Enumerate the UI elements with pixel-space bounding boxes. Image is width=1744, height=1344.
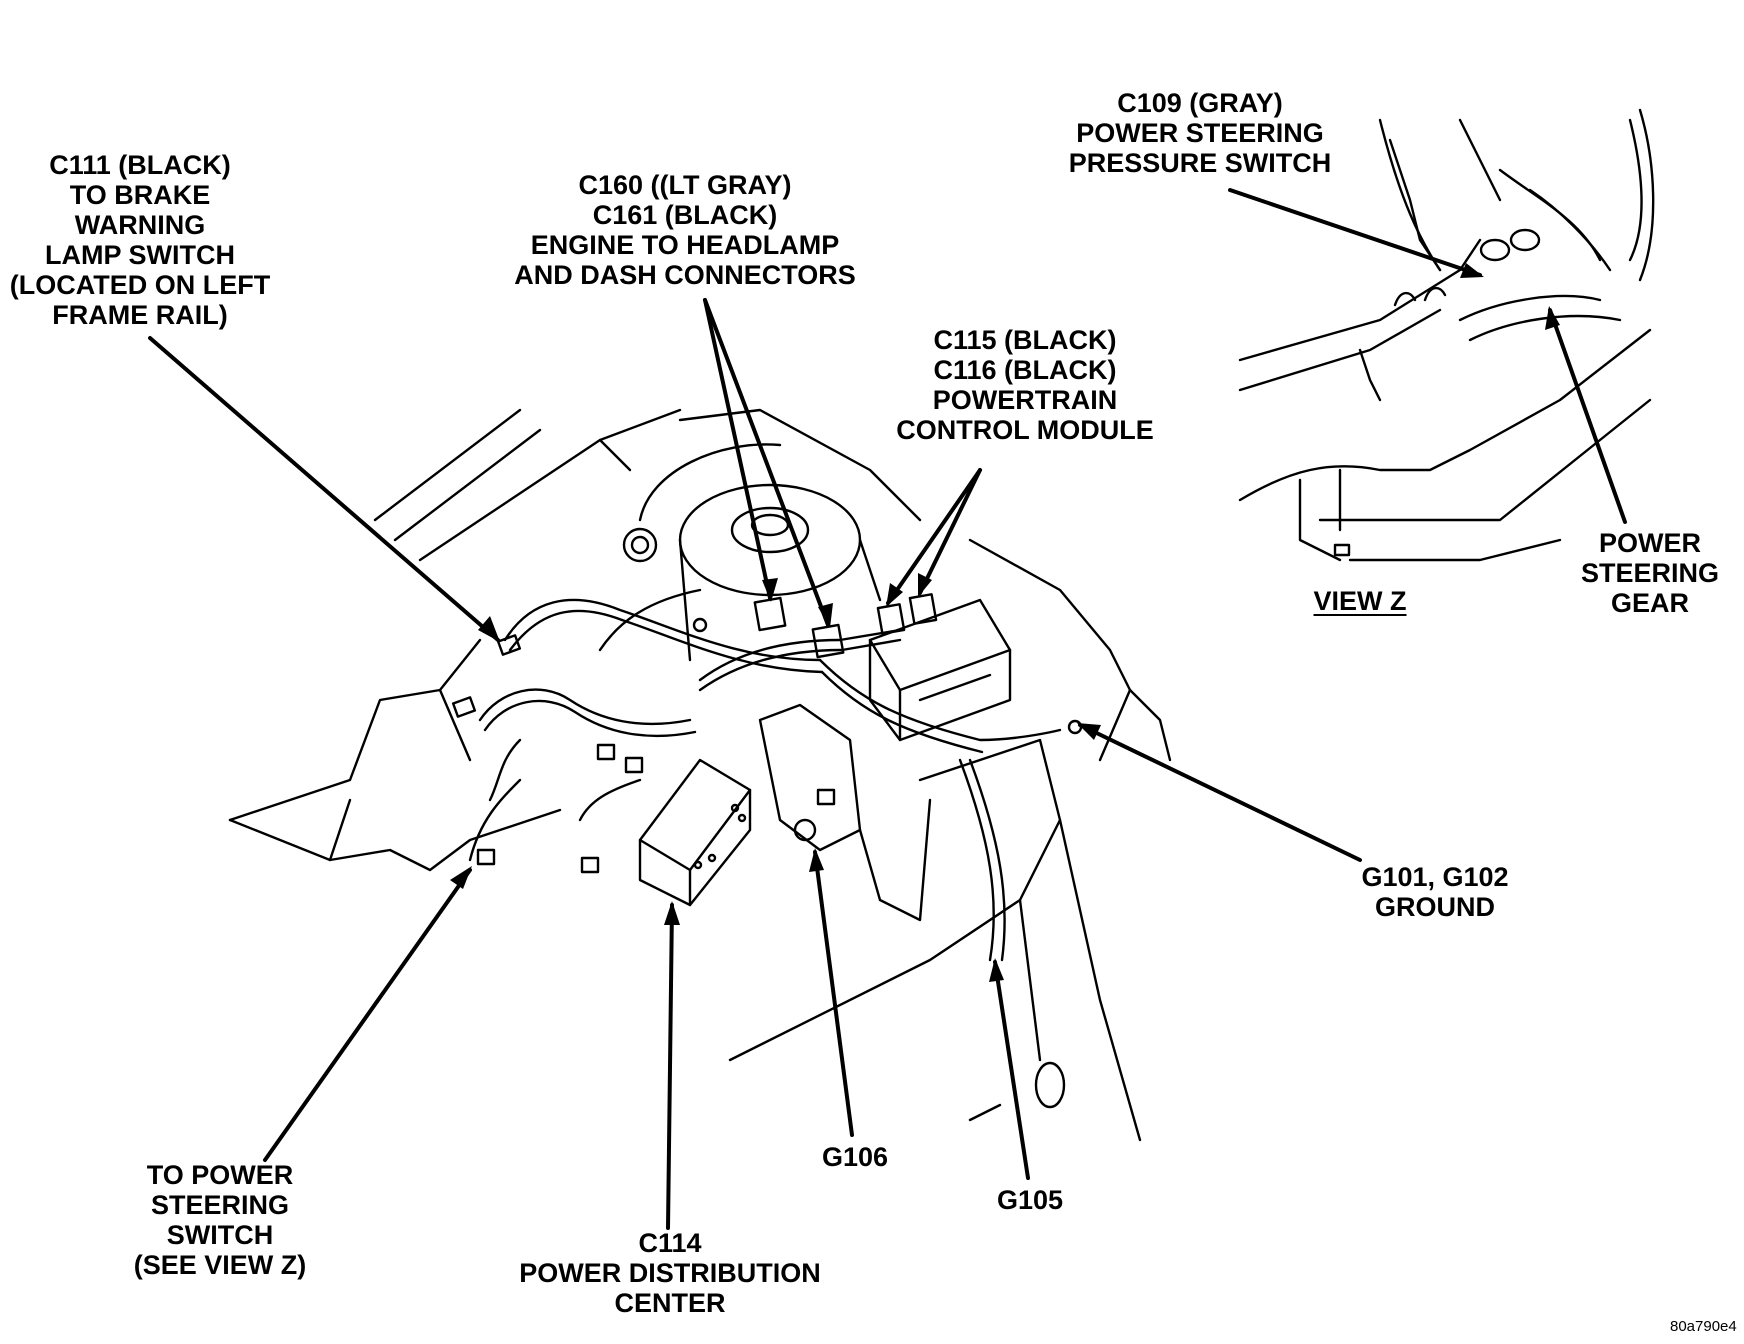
callout-line: PRESSURE SWITCH — [1068, 148, 1332, 178]
callout-line: TO BRAKE — [69, 180, 211, 210]
callout-c109: C109 (GRAY) POWER STEERING PRESSURE SWIT… — [1050, 88, 1350, 178]
callout-line: (SEE VIEW Z) — [133, 1250, 307, 1280]
callout-c114: C114 POWER DISTRIBUTION CENTER — [505, 1228, 835, 1318]
arrowheads — [450, 263, 1560, 982]
view-z-title: VIEW Z — [1313, 586, 1407, 616]
callout-line: (LOCATED ON LEFT — [9, 270, 271, 300]
callout-line: LAMP SWITCH — [45, 240, 235, 270]
arrowhead-c160-b — [818, 603, 833, 628]
leader-ps-switch — [263, 868, 472, 1162]
leader-c115-b — [918, 468, 982, 595]
leader-g101 — [1078, 723, 1362, 862]
callout-g106: G106 — [821, 1142, 889, 1172]
leader-c109 — [1228, 188, 1482, 277]
leader-c160-a — [703, 298, 772, 600]
callout-line: C114 — [638, 1228, 702, 1258]
callout-line: SWITCH — [166, 1220, 274, 1250]
arrowhead-c109 — [1460, 263, 1484, 278]
callout-line: WARNING — [74, 210, 206, 240]
leader-c115-a — [886, 468, 982, 605]
arrowhead-c115-a — [886, 583, 903, 607]
callout-line: STEERING — [1580, 558, 1720, 588]
arrowhead-ps-switch — [450, 866, 472, 889]
callout-g101-g102: G101, G102 GROUND — [1335, 862, 1535, 922]
arrowhead-c115-b — [918, 573, 932, 597]
arrowhead-c111 — [478, 616, 500, 642]
leader-c111 — [148, 336, 500, 642]
leader-g106 — [813, 850, 854, 1137]
callout-line: C115 (BLACK) — [933, 325, 1117, 355]
callout-power-steering-gear: POWER STEERING GEAR — [1555, 528, 1744, 618]
leader-ps-gear — [1548, 308, 1627, 524]
view-z-drawing — [1238, 108, 1655, 562]
arrowhead-c160-a — [762, 578, 778, 602]
callout-line: C111 (BLACK) — [49, 150, 231, 180]
callout-line: STEERING — [150, 1190, 290, 1220]
arrowhead-g106 — [809, 848, 824, 872]
arrowhead-ps-gear — [1545, 306, 1560, 330]
callout-line: POWER STEERING — [1076, 118, 1324, 148]
callout-line: POWER DISTRIBUTION — [519, 1258, 821, 1288]
callout-line: POWER — [1598, 528, 1701, 558]
callout-g105: G105 — [996, 1185, 1064, 1215]
callout-line: POWERTRAIN — [932, 385, 1118, 415]
leader-c160-b — [703, 298, 830, 627]
callout-line: GEAR — [1610, 588, 1689, 618]
callout-line: C109 (GRAY) — [1117, 88, 1283, 118]
callout-line: GROUND — [1375, 892, 1495, 922]
callout-c115-c116: C115 (BLACK) C116 (BLACK) POWERTRAIN CON… — [885, 325, 1165, 445]
leader-c114 — [666, 903, 674, 1230]
callout-line: ENGINE TO HEADLAMP — [530, 230, 840, 260]
callout-line: CENTER — [614, 1288, 726, 1318]
callout-line: G101, G102 — [1361, 862, 1509, 892]
arrowhead-c114 — [664, 901, 680, 925]
leader-lines — [148, 188, 1627, 1230]
callout-line: C116 (BLACK) — [933, 355, 1117, 385]
callout-line: C160 ((LT GRAY) — [578, 170, 792, 200]
engine-compartment-drawing — [228, 408, 1172, 1142]
arrowhead-g101 — [1077, 723, 1101, 740]
callout-line: AND DASH CONNECTORS — [514, 260, 856, 290]
callout-c160-c161: C160 ((LT GRAY) C161 (BLACK) ENGINE TO H… — [505, 170, 865, 290]
callout-line: TO POWER — [146, 1160, 294, 1190]
callout-power-steering-switch: TO POWER STEERING SWITCH (SEE VIEW Z) — [110, 1160, 330, 1280]
arrowhead-g105 — [989, 958, 1004, 982]
callout-line: C161 (BLACK) — [592, 200, 778, 230]
leader-g105 — [993, 960, 1030, 1180]
figure-reference-code: 80a790e4 — [1670, 1318, 1737, 1335]
callout-line: FRAME RAIL) — [52, 300, 228, 330]
callout-c111: C111 (BLACK) TO BRAKE WARNING LAMP SWITC… — [0, 150, 280, 330]
callout-line: CONTROL MODULE — [896, 415, 1154, 445]
